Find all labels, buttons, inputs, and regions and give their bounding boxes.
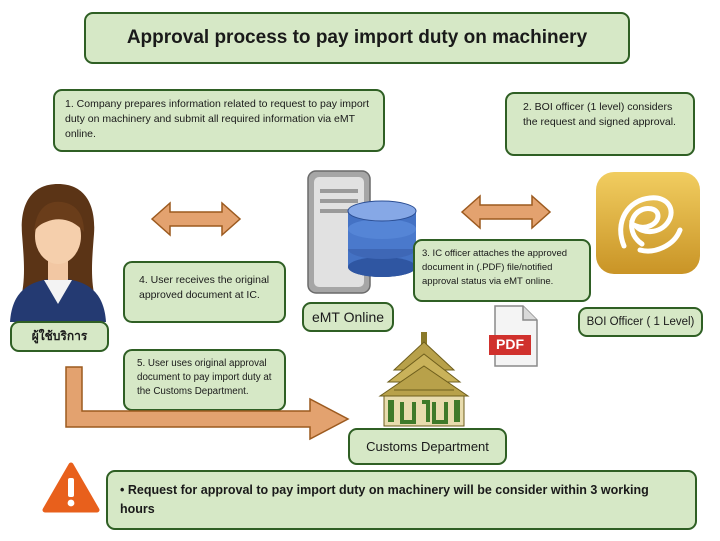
- double-arrow-left: [150, 201, 242, 237]
- pdf-label: PDF: [496, 336, 524, 352]
- boi-officer-label: BOI Officer ( 1 Level): [578, 307, 703, 337]
- arrow-to-customs: [65, 366, 350, 441]
- step-5-box: 5. User uses original approval document …: [123, 349, 286, 411]
- note-text: • Request for approval to pay import dut…: [120, 483, 649, 517]
- step-5-text: 5. User uses original approval document …: [137, 358, 272, 398]
- step-4-text: 4. User receives the original approved d…: [139, 274, 270, 302]
- double-arrow-right: [460, 194, 552, 230]
- customs-building-icon: [378, 332, 470, 427]
- step-3-box: 3. IC officer attaches the approved docu…: [413, 239, 591, 302]
- step-3-text: 3. IC officer attaches the approved docu…: [422, 248, 568, 287]
- pdf-file-icon: PDF: [489, 305, 539, 367]
- user-label: ผู้ใช้บริการ: [10, 321, 109, 352]
- emt-online-label: eMT Online: [302, 302, 394, 332]
- step-4-box: 4. User receives the original approved d…: [123, 261, 286, 323]
- note-box: • Request for approval to pay import dut…: [106, 470, 697, 530]
- customs-department-label: Customs Department: [348, 428, 507, 465]
- step-2-text: 2. BOI officer (1 level) considers the r…: [523, 101, 676, 129]
- boi-logo-icon: [596, 172, 700, 274]
- warning-icon: [42, 462, 100, 513]
- step-1-text: 1. Company prepares information related …: [65, 98, 370, 141]
- step-2-box: 2. BOI officer (1 level) considers the r…: [505, 92, 695, 156]
- user-avatar-icon: [10, 184, 106, 322]
- page-title: Approval process to pay import duty on m…: [84, 12, 630, 64]
- server-database-icon: [307, 170, 417, 294]
- step-1-box: 1. Company prepares information related …: [53, 89, 385, 152]
